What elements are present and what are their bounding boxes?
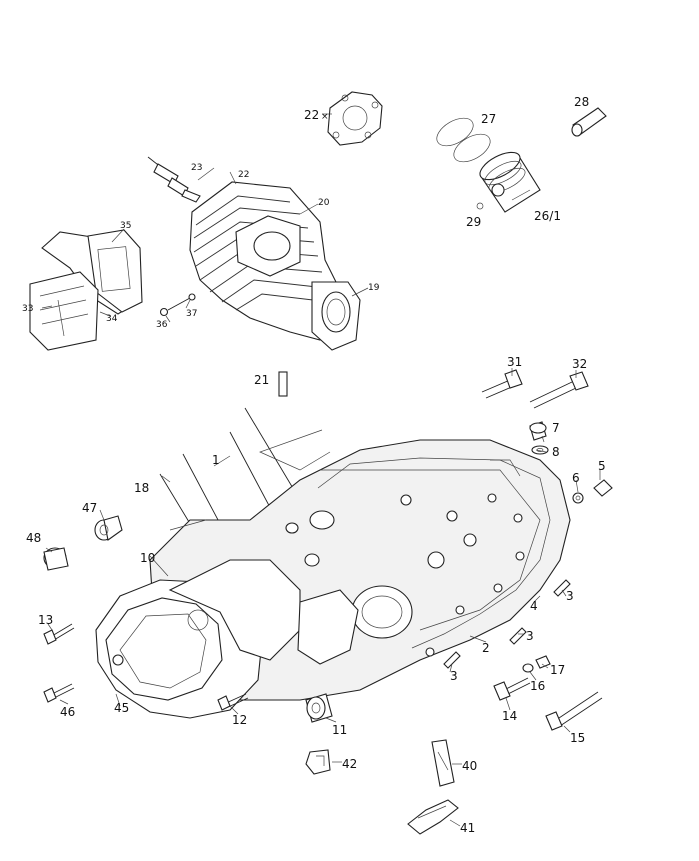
callout-12: 12 [232,713,247,727]
bolt-14 [493,677,531,701]
callout-2: 2 [482,641,490,655]
screw-5 [593,479,613,497]
callout-8: 8 [552,445,560,459]
callout-22: 22 [238,170,249,180]
transmission-cover [95,559,359,719]
bushing-48 [43,547,69,571]
callout-17: 17 [550,663,565,677]
callout-3b: 3 [526,629,534,643]
clip-42 [305,749,331,775]
washer-8 [531,445,549,455]
callout-18: 18 [134,481,149,495]
piston-pin [571,107,607,137]
callout-42: 42 [342,757,357,771]
bolt-46 [43,683,75,703]
callout-labels: 22 × 27 28 23 22 20 35 29 26/1 19 33 34 … [22,95,606,835]
bolt-12 [217,693,249,711]
callout-21: 21 [254,373,269,387]
bolt-13 [43,623,75,645]
head-gasket [327,91,383,146]
callout-x-mark: × [321,112,329,122]
leader-lines [41,113,601,827]
callout-14: 14 [502,709,517,723]
callout-33: 33 [22,304,33,314]
callout-16: 16 [530,679,545,693]
bracket-40 [431,739,455,787]
callout-47: 47 [82,501,97,515]
spark-plug [147,156,201,203]
bushing-11 [305,693,333,723]
callout-6: 6 [572,471,580,485]
callout-27: 27 [481,112,496,126]
bushing-47 [94,515,123,541]
dowel-pins [443,579,571,669]
callout-40: 40 [462,759,477,773]
washer-16 [522,663,534,673]
callout-37: 37 [186,309,197,319]
callout-20: 20 [318,198,330,208]
callout-28: 28 [574,95,589,109]
spring-clip-41 [407,799,459,835]
callout-46: 46 [60,705,75,719]
callout-45: 45 [114,701,129,715]
bolt-32 [529,371,589,409]
callout-11: 11 [332,723,347,737]
callout-34: 34 [106,314,118,324]
nut-17 [535,655,551,669]
intake-manifold [41,229,143,315]
callout-15: 15 [570,731,585,745]
callout-36: 36 [156,320,168,330]
callout-23: 23 [191,163,202,173]
piston-rings [436,117,491,163]
callout-41: 41 [460,821,475,835]
callout-5: 5 [598,459,606,473]
callout-3a: 3 [566,589,574,603]
callout-31: 31 [507,355,522,369]
callout-26-1: 26/1 [534,209,561,223]
callout-1: 1 [212,453,220,467]
bolt-15 [545,691,603,731]
callout-7: 7 [552,421,560,435]
callout-13: 13 [38,613,53,627]
reed-valve-block [29,271,99,351]
callout-19: 19 [368,283,380,293]
bolt-31 [481,369,523,399]
callout-3c: 3 [450,669,458,683]
bolt-37 [159,293,196,317]
callout-48: 48 [26,531,41,545]
washer-6 [572,492,584,504]
callout-35: 35 [120,221,131,231]
callout-10: 10 [140,551,155,565]
cylinder [189,181,361,351]
piston [476,151,541,213]
callout-22x: 22 [304,108,319,122]
callout-29: 29 [466,215,481,229]
callout-4: 4 [530,599,538,613]
callout-32: 32 [572,357,587,371]
drain-plug-7 [529,421,547,441]
